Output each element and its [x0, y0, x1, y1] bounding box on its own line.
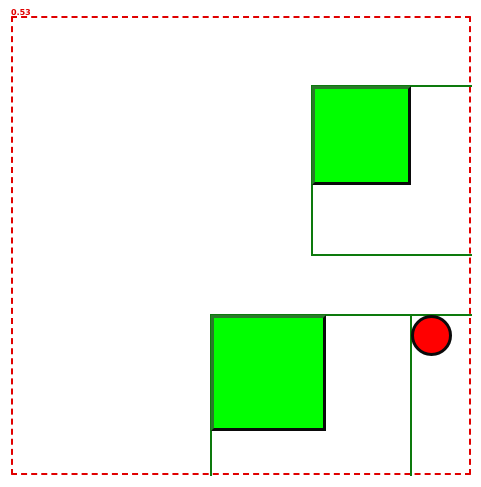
green-block-bottom[interactable] — [211, 315, 326, 431]
world-boundary — [11, 16, 471, 475]
score-label: 0.53 — [11, 8, 31, 17]
region-outline-bottom-right — [410, 314, 472, 476]
red-ball[interactable] — [411, 315, 452, 356]
green-block-top[interactable] — [312, 86, 411, 185]
